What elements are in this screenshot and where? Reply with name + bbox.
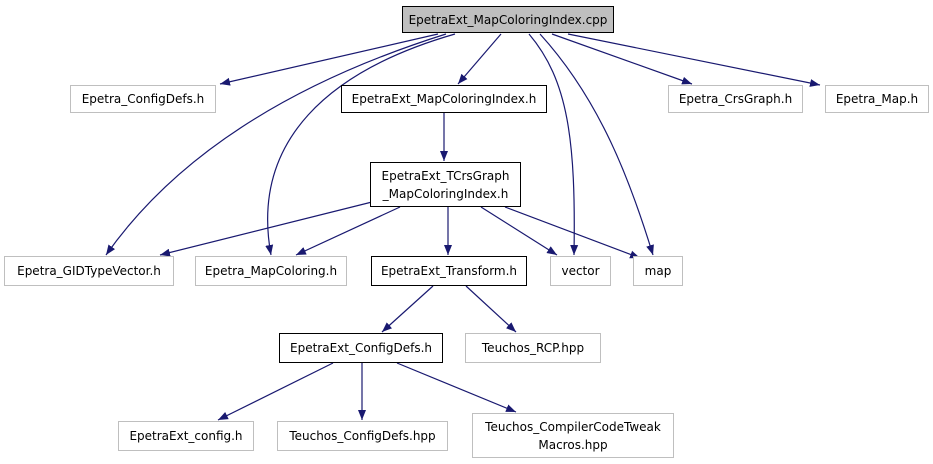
node-ext-config[interactable]: EpetraExt_config.h (118, 421, 254, 451)
node-map[interactable]: map (633, 256, 683, 286)
edge-root-to-epetra-map (567, 33, 821, 87)
node-root[interactable]: EpetraExt_MapColoringIndex.cpp (402, 6, 614, 33)
node-tcrsgraph[interactable]: EpetraExt_TCrsGraph _MapColoringIndex.h (370, 162, 521, 207)
edge-root-to-mapcoloring (265, 33, 456, 256)
node-vector[interactable]: vector (550, 256, 611, 286)
edge-tcrsgraph-to-map (504, 206, 641, 259)
edge-transform-to-ext-configdefs (381, 285, 434, 333)
node-crsgraph[interactable]: Epetra_CrsGraph.h (668, 85, 803, 113)
node-teuchos-rcp[interactable]: Teuchos_RCP.hpp (465, 333, 601, 363)
node-gidtypevector[interactable]: Epetra_GIDTypeVector.h (4, 256, 174, 286)
edge-root-to-map (539, 33, 654, 256)
node-compiler-tweak[interactable]: Teuchos_CompilerCodeTweak Macros.hpp (472, 413, 674, 458)
edge-tcrsgraph-to-gidtypevector (159, 201, 373, 257)
edges (105, 33, 821, 421)
edge-tcrsgraph-to-vector (480, 206, 558, 256)
edge-root-to-crsgraph (551, 33, 693, 85)
node-teuchos-configdefs[interactable]: Teuchos_ConfigDefs.hpp (277, 421, 448, 451)
node-transform[interactable]: EpetraExt_Transform.h (371, 256, 527, 286)
node-ext-configdefs[interactable]: EpetraExt_ConfigDefs.h (279, 333, 443, 363)
edge-tcrsgraph-to-mapcoloring (295, 206, 401, 256)
edge-ext-configdefs-to-compiler-tweak (396, 362, 517, 413)
edge-transform-to-teuchos-rcp (465, 285, 517, 333)
node-epetra-map[interactable]: Epetra_Map.h (825, 85, 929, 113)
node-mapcoloring[interactable]: Epetra_MapColoring.h (195, 256, 347, 286)
edge-root-to-epetra-configdefs (219, 33, 439, 86)
node-epetra-configdefs[interactable]: Epetra_ConfigDefs.h (70, 85, 216, 113)
edge-root-to-gidtypevector (105, 33, 447, 256)
edge-root-to-mapcoloringindex-h (457, 33, 502, 85)
edge-root-to-vector (528, 33, 579, 256)
edge-ext-configdefs-to-ext-config (217, 362, 334, 421)
node-mapcoloringindex-h[interactable]: EpetraExt_MapColoringIndex.h (341, 85, 547, 113)
